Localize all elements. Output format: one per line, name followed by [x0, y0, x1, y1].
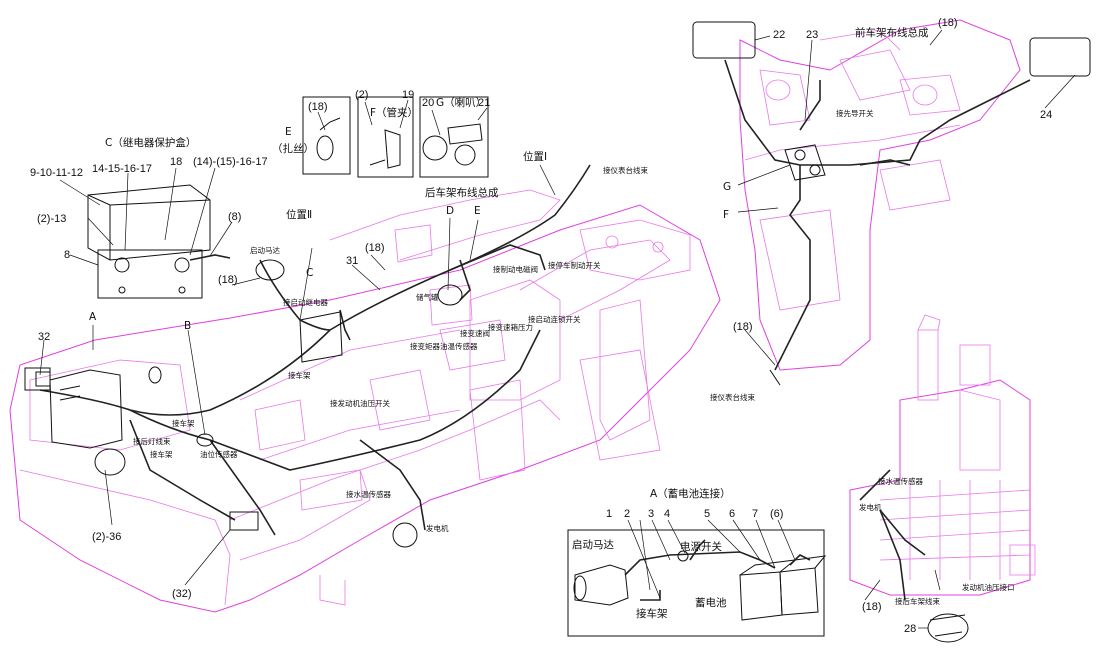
label-23: 23	[806, 29, 818, 41]
label-14-15-16-17: (14)-(15)-16-17	[193, 156, 268, 168]
label-to-trans-pressure: 接变速箱压力	[488, 322, 533, 332]
label-bat-6: 6	[729, 508, 735, 520]
label-front-harness: 前车架布线总成	[855, 26, 929, 39]
label-32b: (32)	[172, 588, 192, 600]
label-rear-harness: 后车架布线总成	[425, 186, 499, 199]
label-b-mark: B	[184, 320, 191, 332]
label-to-frame-2: 接车架	[172, 418, 195, 428]
label-bat-starter: 启动马达	[572, 538, 614, 551]
label-8: 8	[64, 249, 70, 261]
label-c-mark: C	[306, 267, 313, 279]
label-bat-7: 7	[752, 508, 758, 520]
label-to-brake-valve: 接制动电磁阀	[493, 264, 538, 274]
label-f-mark: F	[723, 209, 729, 221]
leader-lines	[39, 29, 1076, 629]
label-power-switch: 电源开关	[680, 540, 722, 553]
label-air-tank: 储气罐	[416, 292, 439, 302]
label-to-water-temp: 接水温传感器	[346, 489, 391, 499]
label-battery-title: A（蓄电池连接）	[650, 487, 731, 500]
label-to-horn-switch: 接先导开关	[836, 108, 874, 118]
label-to-start-relay: 接启动继电器	[283, 297, 328, 307]
label-to-dash-2: 接仪表台线束	[710, 392, 755, 402]
label-e-sub: （扎丝）	[272, 142, 314, 155]
label-31: 31	[346, 255, 358, 267]
battery-detail	[567, 529, 827, 637]
label-fuel-sensor: 油位传感器	[200, 449, 238, 459]
box-c-title: C（继电器保护盒）	[105, 136, 196, 149]
label-18b: (18)	[218, 274, 238, 286]
label-g-20: 20	[422, 97, 434, 109]
label-to-frame-bat: 接车架	[636, 607, 668, 620]
label-pos-2: 位置Ⅱ	[286, 208, 312, 221]
engine-drawing	[849, 314, 1036, 643]
label-a-mark: A	[89, 311, 97, 323]
label-g-mark: G	[723, 181, 731, 193]
relay-box-detail	[87, 184, 231, 299]
label-to-rear-frame: 接后车架线束	[895, 596, 940, 606]
label-to-shift-valve: 接变速阀	[460, 328, 490, 338]
label-f-19: 19	[402, 89, 414, 101]
label-2-13: (2)-13	[37, 213, 66, 225]
label-starter-motor: 启动马达	[250, 245, 280, 255]
label-bat-2: 2	[624, 508, 630, 520]
labels: C（继电器保护盒） 9-10-11-12 14-15-16-17 18 (14)…	[30, 17, 1052, 635]
label-front-18-mid: (18)	[733, 321, 753, 333]
label-to-frame-3: 接车架	[150, 449, 173, 459]
label-18-c: 18	[170, 156, 182, 168]
front-frame-outline	[739, 19, 1021, 371]
label-alternator: 发电机	[426, 523, 449, 533]
label-24: 24	[1040, 109, 1052, 121]
label-to-start-lock: 接启动连锁开关	[528, 314, 581, 324]
label-pos-1: 位置Ⅰ	[523, 150, 547, 163]
f-detail	[357, 96, 414, 178]
label-14-17: 14-15-16-17	[92, 163, 152, 175]
label-22: 22	[773, 29, 785, 41]
label-engine-oil-port: 发动机油压接口	[962, 582, 1015, 592]
label-g-title: G（喇叭）	[436, 97, 486, 109]
label-to-park-switch: 接停车制动开关	[548, 260, 601, 270]
label-28: 28	[904, 623, 916, 635]
label-d: D	[446, 205, 454, 217]
label-bat-5: 5	[704, 508, 710, 520]
label-to-dash: 接仪表台线束	[603, 165, 648, 175]
label-9-12: 9-10-11-12	[30, 167, 83, 179]
label-18-eng: (18)	[862, 601, 882, 613]
g-detail	[419, 96, 489, 178]
label-f-title: F（管夹）	[370, 106, 418, 119]
rear-frame-outline	[9, 189, 721, 613]
label-2-36: (2)-36	[92, 531, 121, 543]
rear-harness-wiring	[39, 164, 591, 536]
e-detail	[302, 96, 351, 175]
label-f-2: (2)	[355, 89, 368, 101]
label-e-18: (18)	[308, 101, 328, 113]
label-32: 32	[38, 331, 50, 343]
label-bat-4: 4	[664, 508, 670, 520]
label-alternator-2: 发电机	[859, 502, 882, 512]
label-8b: (8)	[228, 211, 241, 223]
label-to-engine-oil-sw: 接发动机油压开关	[330, 398, 390, 408]
label-e2: E	[474, 205, 481, 217]
label-to-tc-temp: 接变矩器油温传感器	[410, 341, 478, 351]
front-harness-wiring	[692, 21, 1091, 386]
label-18a: (18)	[365, 242, 385, 254]
label-g-21: 21	[478, 97, 490, 109]
label-battery: 蓄电池	[695, 596, 727, 609]
label-bat-1: 1	[606, 508, 612, 520]
label-e-title: E	[285, 126, 292, 138]
label-to-frame-1: 接车架	[288, 370, 311, 380]
label-bat-3: 3	[648, 508, 654, 520]
label-to-rear-light: 接后灯线束	[133, 436, 171, 446]
rear-components	[24, 259, 463, 548]
label-to-water-temp-2: 接水温传感器	[878, 476, 923, 486]
label-bat-6b: (6)	[770, 508, 783, 520]
label-front-18: (18)	[938, 17, 958, 29]
